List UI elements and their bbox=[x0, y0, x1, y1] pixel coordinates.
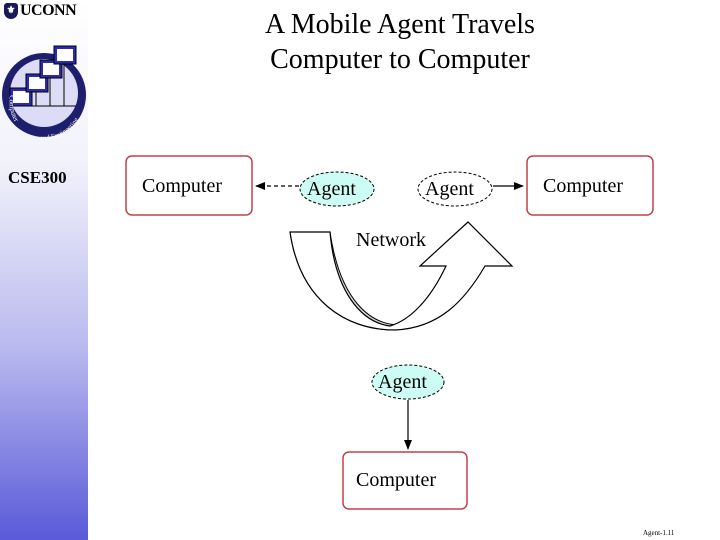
agent-bottom-label: Agent bbox=[378, 371, 427, 393]
agent-left-ellipse bbox=[299, 171, 375, 207]
computer-right-box bbox=[526, 155, 654, 216]
computer-bottom-label: Computer bbox=[356, 469, 436, 491]
computer-left-box bbox=[125, 155, 253, 216]
department-seal: Computer and Engineering bbox=[2, 45, 86, 142]
network-arrow bbox=[289, 221, 514, 331]
network-label: Network bbox=[356, 229, 426, 251]
crest-icon: ⚜ bbox=[4, 3, 18, 19]
sidebar: ⚜ UCONN Computer and Engineering bbox=[0, 0, 88, 540]
computer-right-label: Computer bbox=[543, 175, 623, 197]
agent-right-label: Agent bbox=[425, 178, 474, 200]
computer-bottom-box bbox=[342, 451, 468, 510]
computer-left-label: Computer bbox=[142, 175, 222, 197]
slide-number: Agent-1.11 bbox=[643, 529, 675, 537]
logo-text: UCONN bbox=[20, 2, 77, 19]
uconn-logo: ⚜ UCONN bbox=[0, 0, 88, 30]
agent-right-ellipse bbox=[417, 171, 493, 207]
network-arrow-body bbox=[289, 221, 514, 331]
slide-title-line1: A Mobile Agent Travels bbox=[265, 9, 535, 40]
course-code: CSE300 bbox=[8, 168, 67, 187]
network-computers-icon bbox=[9, 45, 77, 107]
agent-left-label: Agent bbox=[307, 178, 356, 200]
agent-bottom-ellipse bbox=[371, 364, 445, 400]
slide-title-line2: Computer to Computer bbox=[270, 44, 530, 75]
